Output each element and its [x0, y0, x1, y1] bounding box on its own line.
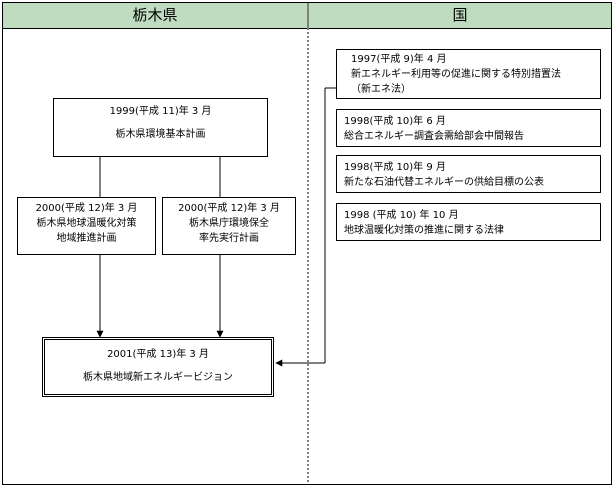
national-1998-jun-line1: 総合エネルギー調査会需給部会中間報告: [344, 131, 524, 142]
national-1998-jun-date: 1998(平成 10)年 6 月: [344, 116, 446, 127]
plan-2000b-box: 2000(平成 12)年 3 月 栃木県庁環境保全 率先実行計画: [162, 197, 296, 255]
plan-2000b-line2: 率先実行計画: [199, 233, 259, 244]
plan-2000a-box: 2000(平成 12)年 3 月 栃木県地球温暖化対策 地域推進計画: [17, 197, 156, 255]
national-item-1997: 1997(平成 9)年 4 月 新エネルギー利用等の促進に関する特別措置法 （新…: [336, 49, 601, 99]
vision-2001-title: 栃木県地域新エネルギービジョン: [83, 372, 233, 383]
national-1998-oct-line1: 地球温暖化対策の推進に関する法律: [344, 225, 504, 236]
national-1997-line1: 新エネルギー利用等の促進に関する特別措置法: [351, 69, 561, 80]
national-item-1998-sep: 1998(平成 10)年 9 月 新たな石油代替エネルギーの供給目標の公表: [336, 155, 601, 193]
national-item-1998-oct: 1998 (平成 10) 年 10 月 地球温暖化対策の推進に関する法律: [336, 203, 601, 241]
plan-1999-box: 1999(平成 11)年 3 月 栃木県環境基本計画: [53, 98, 268, 157]
plan-2000a-date: 2000(平成 12)年 3 月: [35, 203, 138, 214]
national-header: 国: [309, 3, 611, 29]
national-1998-oct-date: 1998 (平成 10) 年 10 月: [344, 210, 459, 221]
plan-2000b-line1: 栃木県庁環境保全: [189, 218, 269, 229]
plan-2000a-line1: 栃木県地球温暖化対策: [36, 218, 137, 229]
national-1998-sep-date: 1998(平成 10)年 9 月: [344, 162, 446, 173]
national-item-1998-jun: 1998(平成 10)年 6 月 総合エネルギー調査会需給部会中間報告: [336, 109, 601, 147]
plan-2000a-line2: 地域推進計画: [56, 233, 117, 244]
national-1997-date: 1997(平成 9)年 4 月: [351, 54, 447, 65]
prefecture-header: 栃木県: [3, 3, 307, 29]
vision-2001-date: 2001(平成 13)年 3 月: [107, 349, 209, 360]
national-1998-sep-line1: 新たな石油代替エネルギーの供給目標の公表: [344, 177, 544, 188]
national-1997-line2: （新エネ法）: [351, 84, 411, 95]
vision-2001-box: 2001(平成 13)年 3 月 栃木県地域新エネルギービジョン: [42, 337, 274, 397]
plan-2000b-date: 2000(平成 12)年 3 月: [178, 203, 280, 214]
diagram-frame: [2, 2, 612, 485]
plan-1999-title: 栃木県環境基本計画: [115, 129, 206, 140]
plan-1999-date: 1999(平成 11)年 3 月: [109, 106, 212, 117]
